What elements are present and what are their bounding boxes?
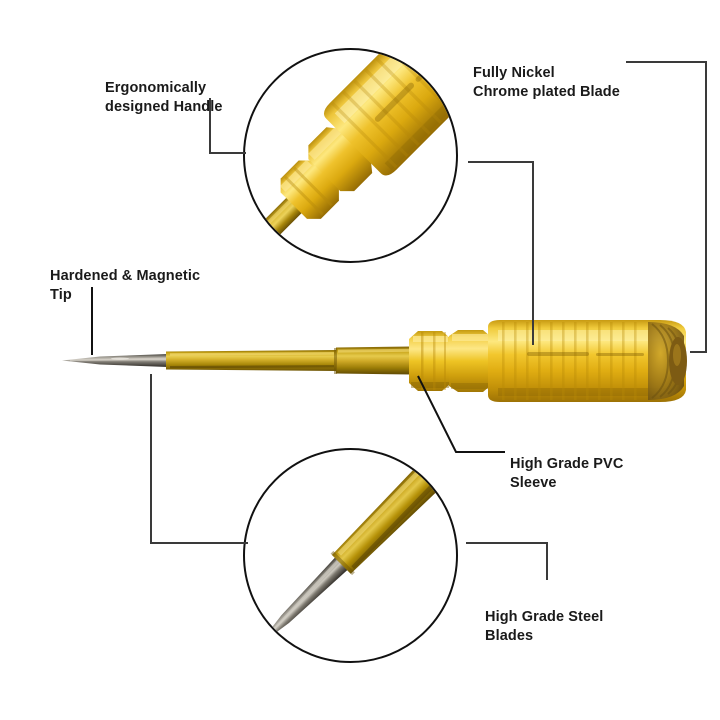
label-line-1: High Grade Steel xyxy=(485,609,604,625)
inset-tip-artwork xyxy=(257,464,442,647)
leader-fully-nickel-chrome-plated-blade xyxy=(626,61,707,353)
screwdriver-steel-tip xyxy=(62,354,168,367)
leader-ergonomically-designed-handle xyxy=(209,98,246,154)
screwdriver-collar-ring xyxy=(449,330,490,392)
label-line-2: Blades xyxy=(485,628,534,644)
screwdriver-handle-end-cap xyxy=(648,322,687,400)
label-ergonomically-designed-handle: Ergonomically designed Handle xyxy=(105,60,223,136)
label-high-grade-steel-blades: High Grade Steel Blades xyxy=(485,589,603,665)
screwdriver-pvc-collar xyxy=(409,331,451,391)
label-line-1: Hardened & Magnetic xyxy=(50,268,201,284)
label-line-2: Chrome plated Blade xyxy=(473,84,620,100)
label-line-1: Fully Nickel xyxy=(473,65,555,81)
inset-circle-tip-closeup xyxy=(243,448,458,663)
leader-tip-inset-from-shaft xyxy=(150,374,248,544)
screwdriver-gold-sleeve xyxy=(166,346,412,375)
leader-high-grade-steel-blades xyxy=(466,542,548,580)
screwdriver-amber-handle xyxy=(488,320,686,402)
label-line-1: Ergonomically xyxy=(105,80,207,96)
inset-handle-artwork xyxy=(245,50,456,257)
label-line-2: Tip xyxy=(50,287,72,303)
label-high-grade-pvc-sleeve: High Grade PVC Sleeve xyxy=(510,436,623,512)
label-line-1: High Grade PVC xyxy=(510,456,624,472)
label-hardened-and-magnetic-tip: Hardened & Magnetic Tip xyxy=(50,248,200,324)
label-line-2: Sleeve xyxy=(510,475,557,491)
inset-circle-handle-closeup xyxy=(243,48,458,263)
label-line-2: designed Handle xyxy=(105,99,223,115)
leader-handle-inset-to-handle xyxy=(468,161,534,345)
leader-high-grade-pvc-sleeve xyxy=(417,375,505,453)
label-fully-nickel-chrome-plated-blade: Fully Nickel Chrome plated Blade xyxy=(473,45,620,121)
